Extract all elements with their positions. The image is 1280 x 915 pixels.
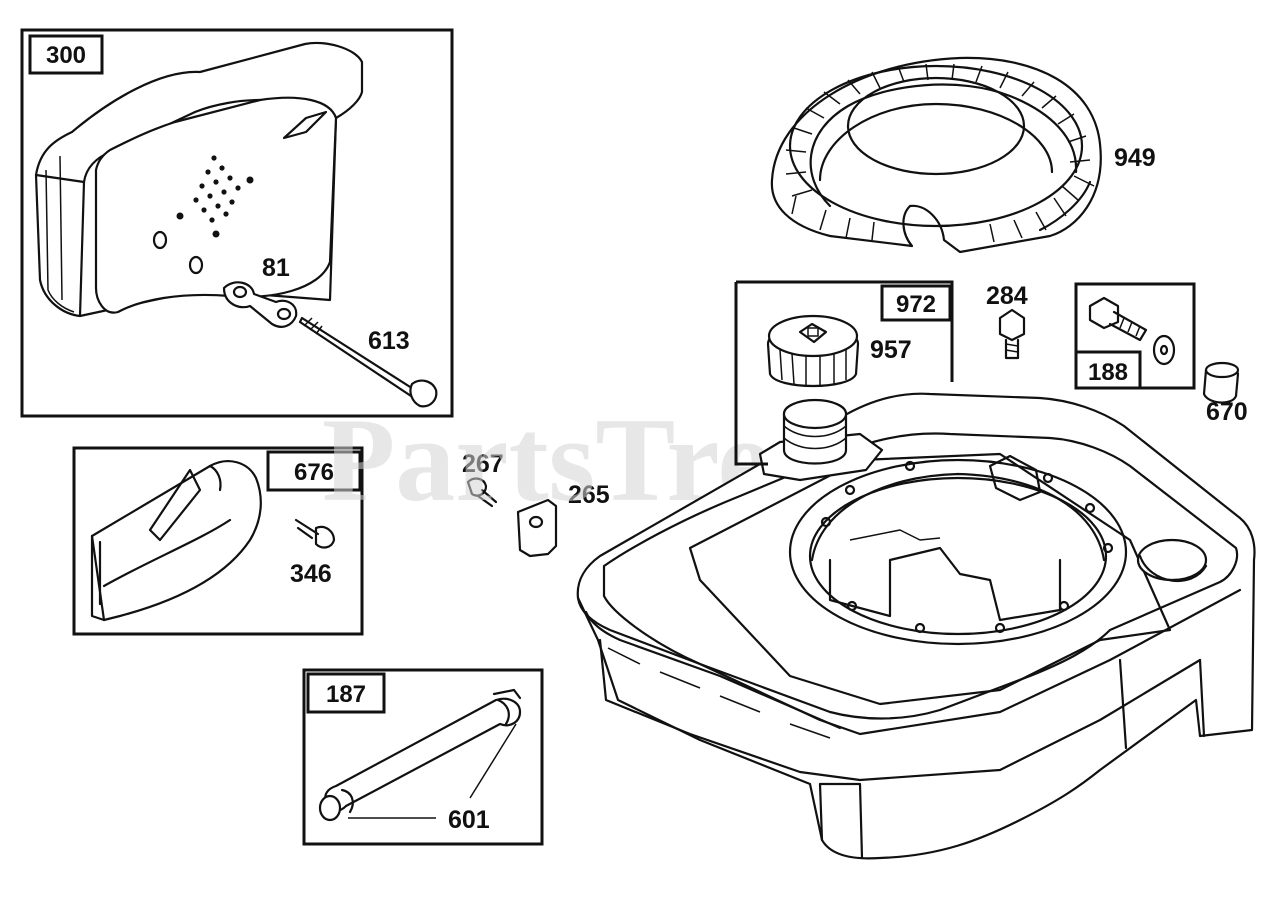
part-601-label[interactable]: 601 — [448, 806, 490, 834]
clip-265-group[interactable]: 265 — [516, 481, 610, 558]
kit-187-label[interactable]: 187 — [326, 681, 366, 708]
fuel-cap-957-drawing — [766, 314, 860, 388]
stud-188-drawing — [1088, 296, 1176, 366]
part-670-label[interactable]: 670 — [1206, 398, 1248, 426]
kit-187-frame — [302, 668, 544, 846]
part-346-label[interactable]: 346 — [290, 560, 332, 588]
fuel-tank-drawing — [576, 392, 1256, 860]
muffler-drawing — [34, 41, 364, 318]
screw-284-group[interactable]: 284 — [986, 282, 1028, 360]
kit-300-label[interactable]: 300 — [46, 42, 86, 69]
screw-267-group[interactable]: 267 — [462, 450, 504, 508]
fuel-line-drawing — [318, 688, 522, 822]
part-267-label[interactable]: 267 — [462, 450, 504, 478]
kit-676-label-box — [266, 450, 362, 492]
kit-676-frame — [72, 446, 364, 636]
spacer-670-group[interactable]: 670 — [1202, 361, 1248, 426]
part-81-label[interactable]: 81 — [262, 254, 290, 282]
screw-346-drawing — [294, 518, 336, 549]
part-957-label[interactable]: 957 — [870, 336, 912, 364]
part-265-label[interactable]: 265 — [568, 481, 610, 509]
kit-300-frame — [20, 28, 454, 418]
kit-300-label-box — [28, 34, 104, 75]
kit-188-label-box — [1074, 350, 1142, 390]
kit-972-frame — [734, 280, 954, 466]
clip-265-drawing — [516, 498, 558, 558]
kit-676-label[interactable]: 676 — [294, 459, 334, 486]
kit-188-group[interactable]: 188 — [1074, 282, 1196, 390]
kit-187-label-box — [306, 672, 386, 714]
bolt-613-drawing — [298, 316, 438, 408]
part-613-label[interactable]: 613 — [368, 327, 410, 355]
screw-284-drawing — [998, 308, 1026, 360]
screw-267-drawing — [466, 477, 498, 508]
leader-601-b — [469, 723, 517, 799]
guard-drawing — [90, 460, 262, 622]
kit-188-label[interactable]: 188 — [1088, 359, 1128, 386]
screen-949-group[interactable]: 949 — [770, 56, 1156, 254]
kit-972-label[interactable]: 972 — [896, 291, 936, 318]
kit-972-group[interactable]: 972 957 — [734, 280, 954, 466]
screen-949-drawing — [770, 56, 1102, 254]
gasket-81-drawing — [222, 281, 298, 328]
kit-676-group[interactable]: 676 346 — [72, 446, 364, 636]
spacer-670-drawing — [1202, 361, 1240, 404]
kit-972-label-box — [880, 284, 952, 322]
kit-300-group[interactable]: 300 81 — [20, 28, 454, 418]
part-284-label[interactable]: 284 — [986, 282, 1028, 310]
kit-187-group[interactable]: 187 601 — [302, 668, 544, 846]
part-949-label[interactable]: 949 — [1114, 144, 1156, 172]
